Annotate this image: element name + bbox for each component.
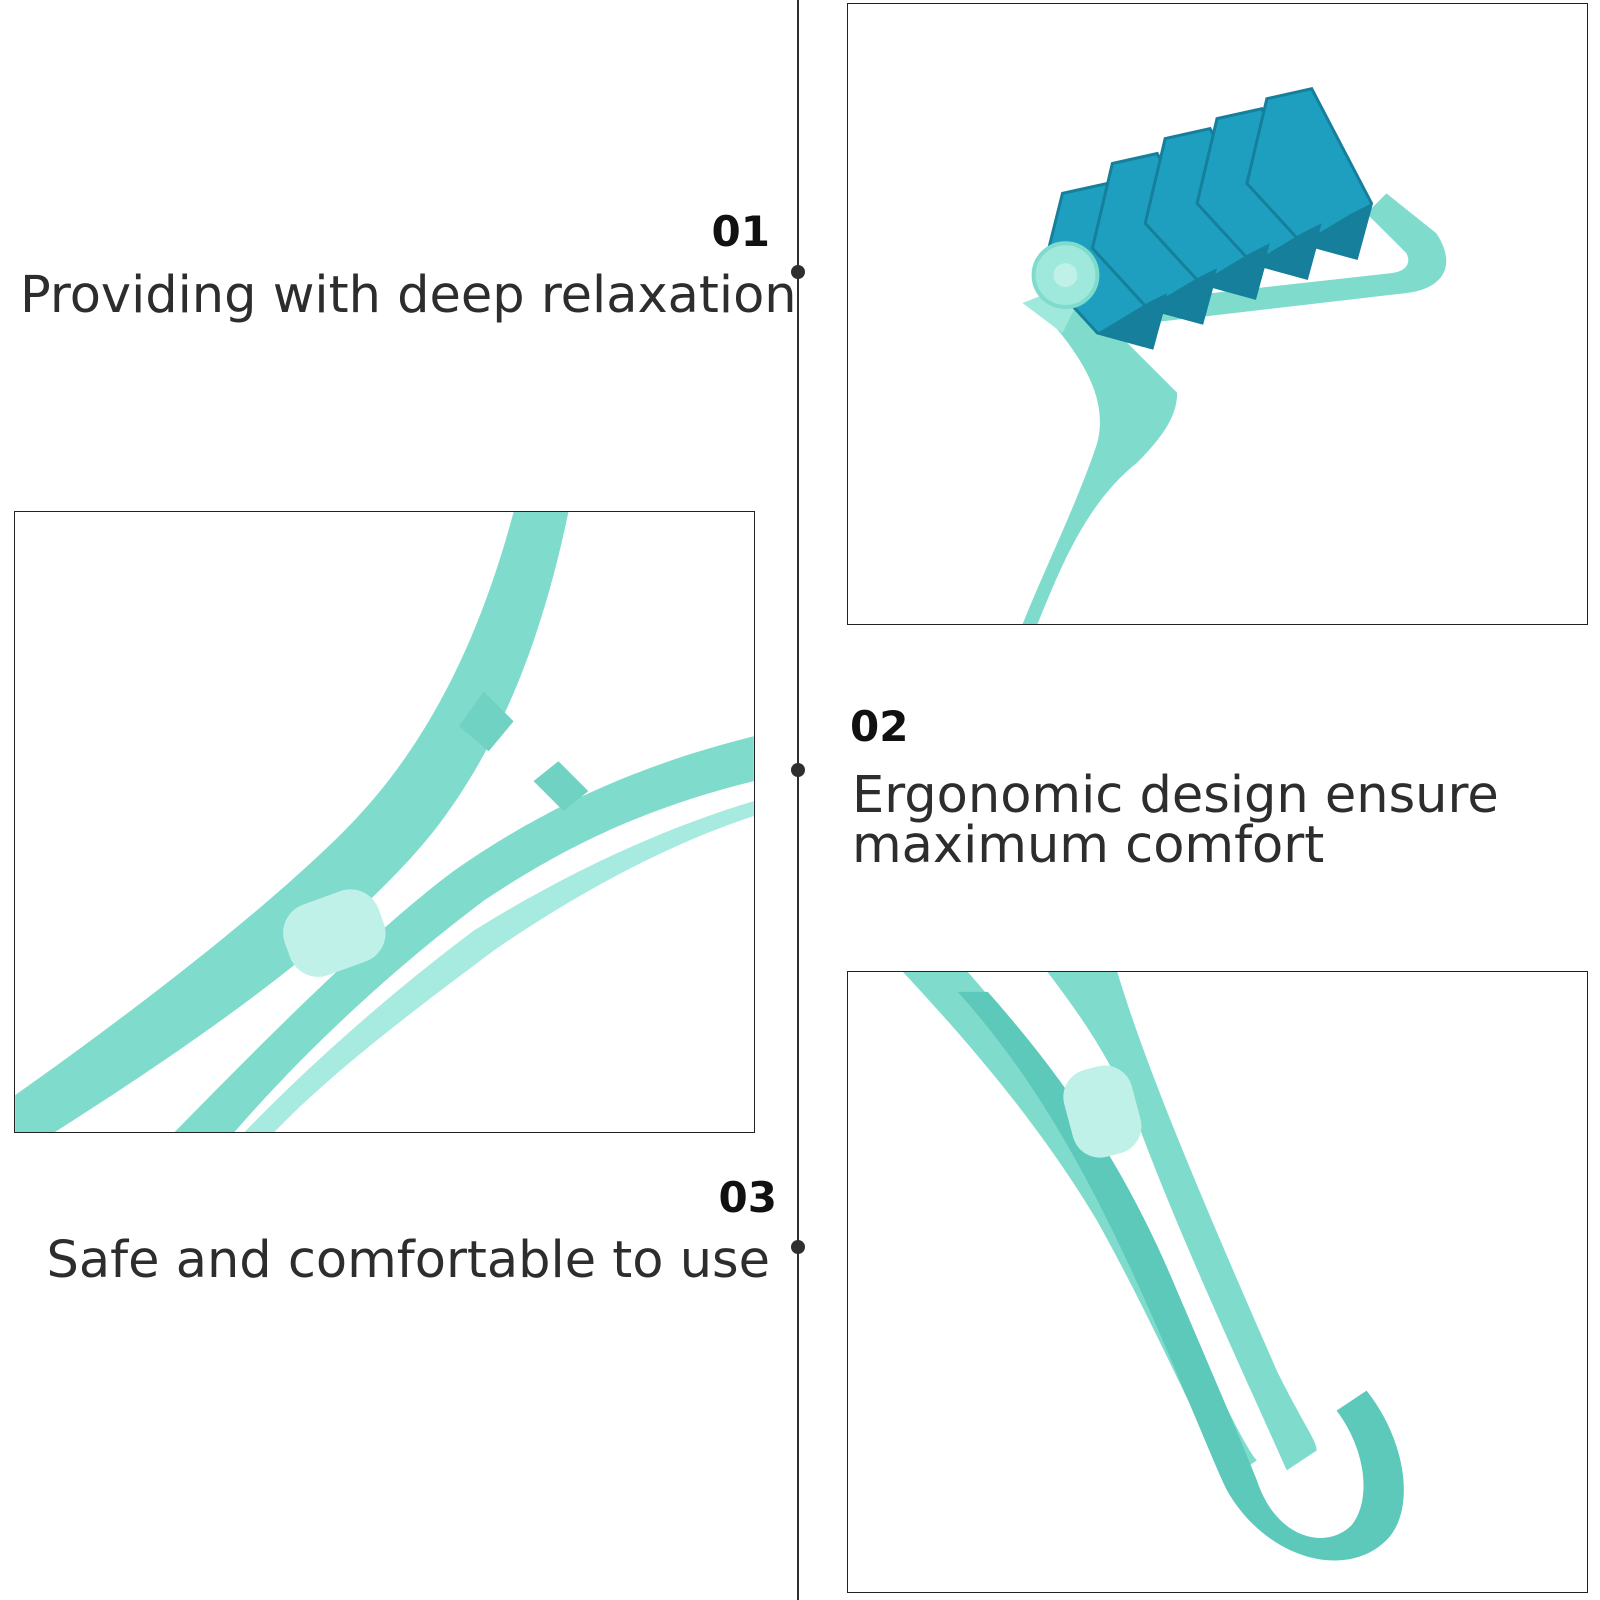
handle-loop-photo <box>847 971 1588 1593</box>
timeline-dot-01 <box>791 265 805 279</box>
feature-01-number: 01 <box>711 207 770 256</box>
feature-02-caption-line2: maximum comfort <box>852 816 1325 875</box>
feature-03-caption: Safe and comfortable to use <box>46 1231 770 1290</box>
roller-head-photo <box>847 3 1588 625</box>
feature-03-number: 03 <box>718 1173 777 1222</box>
handle-junction-photo <box>14 511 755 1133</box>
feature-02-caption-line1: Ergonomic design ensure <box>852 766 1499 825</box>
feature-02-number: 02 <box>850 702 909 751</box>
feature-01-caption: Providing with deep relaxation <box>20 266 797 325</box>
timeline-dot-02 <box>791 763 805 777</box>
timeline-dot-03 <box>791 1240 805 1254</box>
timeline-line <box>797 0 799 1600</box>
